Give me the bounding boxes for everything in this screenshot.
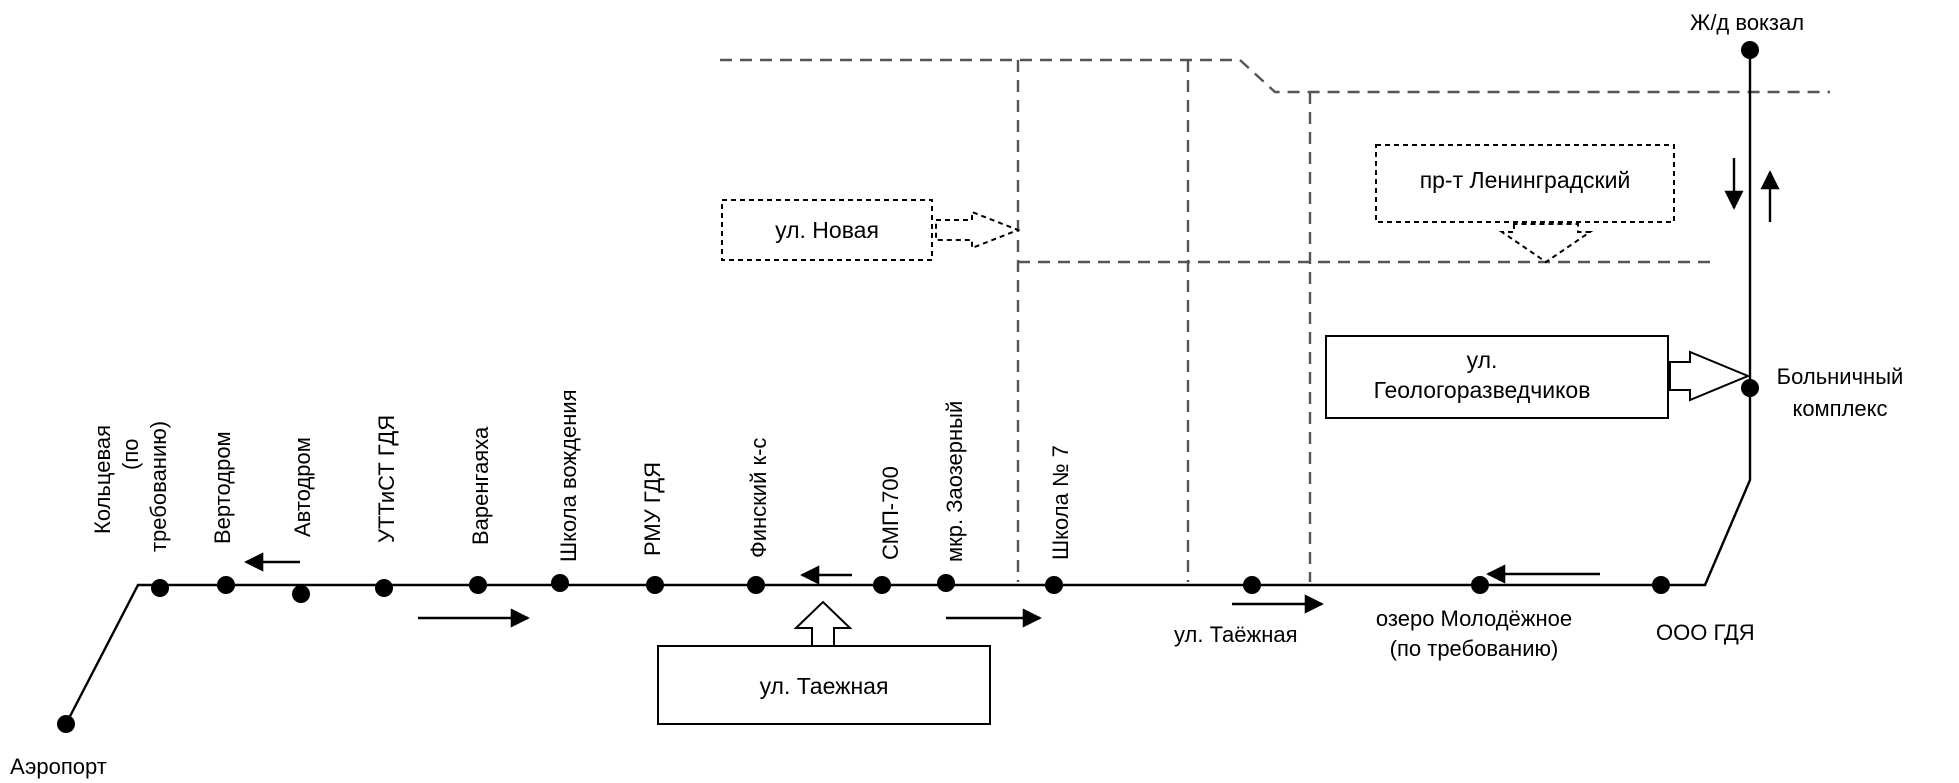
street-arrow-novaya: [935, 210, 1021, 250]
stop-label-hospital-2: комплекс: [1792, 396, 1887, 421]
stop-label-vertodrom: Вертодром: [210, 431, 235, 544]
stop-dot-ooo-gdya: [1652, 576, 1670, 594]
stop-label-ooo-gdya: ООО ГДЯ: [1656, 620, 1755, 645]
stop-label-taezhnaya: ул. Таёжная: [1174, 622, 1298, 647]
stop-dot-smp700: [873, 576, 891, 594]
street-label-leningradsky: пр-т Ленинградский: [1420, 167, 1631, 193]
stop-dot-uttist: [375, 579, 393, 597]
stop-label-uttist: УТТиСТ ГДЯ: [374, 415, 399, 543]
stop-dots: [57, 41, 1759, 733]
street-arrow-geologorazvedchikov: [1669, 350, 1751, 402]
stop-label-lake-1: озеро Молодёжное: [1376, 606, 1572, 631]
stop-dot-finnish: [747, 576, 765, 594]
stop-dot-vertodrom: [217, 576, 235, 594]
street-box-geologorazvedchikov: ул. Геологоразведчиков: [1325, 335, 1751, 419]
stop-label-avtodrom: Автодром: [290, 437, 315, 537]
stop-labels: Аэропорт ул. Таёжная озеро Молодёжное (п…: [10, 10, 1903, 779]
stop-dot-varengayakha: [469, 576, 487, 594]
stop-dot-koltsevaya: [151, 579, 169, 597]
stop-label-driving-school: Школа вождения: [556, 389, 581, 562]
stop-label-railway: Ж/д вокзал: [1690, 10, 1804, 35]
stop-label-koltsevaya-3: требованию): [146, 421, 171, 552]
stop-label-koltsevaya-1: Кольцевая: [90, 425, 115, 534]
stop-label-finnish: Финский к-с: [746, 438, 771, 558]
stop-dot-lake: [1471, 576, 1489, 594]
route-line: [64, 50, 1752, 725]
street-label-novaya: ул. Новая: [775, 217, 879, 243]
direction-arrows: [244, 158, 1780, 628]
stop-label-varengayakha: Варенгаяха: [468, 426, 493, 545]
stop-label-smp700: СМП-700: [878, 466, 903, 560]
stop-label-school7: Школа № 7: [1048, 445, 1073, 560]
stop-dot-school7: [1045, 576, 1063, 594]
stop-label-koltsevaya-2: (по: [118, 439, 143, 470]
stop-label-airport: Аэропорт: [10, 754, 107, 779]
street-box-novaya-frame: [721, 199, 933, 261]
stop-dot-hospital: [1741, 379, 1759, 397]
street-box-geologorazvedchikov-frame: [1325, 335, 1669, 419]
stop-dot-railway: [1741, 41, 1759, 59]
street-box-leningradsky: пр-т Ленинградский: [1375, 144, 1675, 264]
stop-label-rmu: РМУ ГДЯ: [640, 462, 665, 556]
street-box-novaya: ул. Новая: [721, 199, 1021, 261]
stop-dot-airport: [57, 715, 75, 733]
stop-dot-avtodrom: [292, 585, 310, 603]
stop-dot-taezhnaya: [1243, 576, 1261, 594]
stop-dot-zaozerny: [937, 574, 955, 592]
street-arrow-taezhnaya: [793, 600, 853, 647]
stop-dot-driving-school: [551, 574, 569, 592]
stop-label-lake-2: (по требованию): [1390, 636, 1559, 661]
route-main-path: [64, 50, 1752, 725]
street-label-geologorazvedchikov-2: Геологоразведчиков: [1374, 377, 1591, 403]
stop-dot-rmu: [646, 576, 664, 594]
street-arrow-leningradsky: [1498, 223, 1594, 264]
street-label-geologorazvedchikov-1: ул.: [1467, 347, 1498, 373]
stop-label-zaozerny: мкр. Заозерный: [942, 401, 967, 562]
street-box-taezhnaya: ул. Таежная: [657, 600, 991, 725]
street-label-taezhnaya-box: ул. Таежная: [760, 673, 889, 699]
street-box-leningradsky-frame: [1375, 144, 1675, 223]
street-lines: [720, 58, 1830, 582]
street-box-taezhnaya-frame: [657, 645, 991, 725]
top-dashed-street: [720, 58, 1830, 94]
vertical-stop-labels: Кольцевая (по требованию) Вертодром Авто…: [90, 389, 1073, 562]
stop-label-hospital-1: Больничный: [1777, 364, 1904, 389]
